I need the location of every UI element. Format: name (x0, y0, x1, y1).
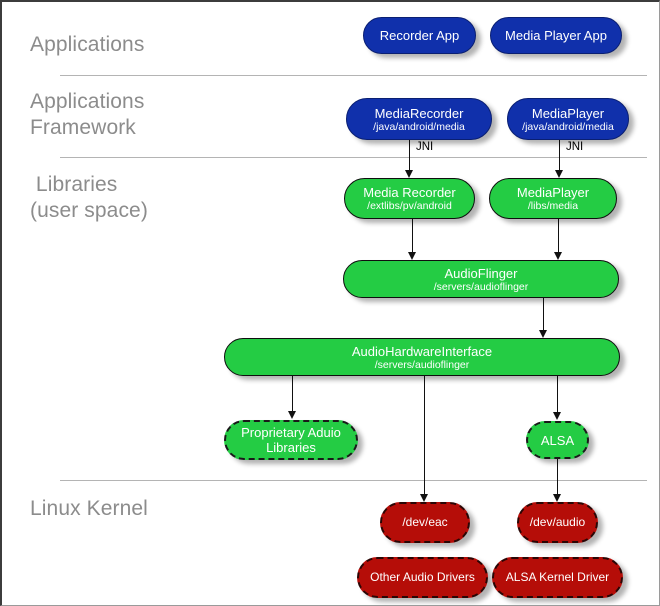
arrowhead-audioflinger-left (408, 252, 416, 260)
section-label-applications: Applications (30, 33, 145, 56)
node-mediarecorder-framework[interactable]: MediaRecorder /java/android/media (346, 98, 492, 140)
node-title: MediaRecorder (374, 105, 464, 121)
node-alsa-kernel-driver[interactable]: ALSA Kernel Driver (492, 557, 623, 598)
connector-ahi-to-dev-eac (424, 375, 425, 494)
node-title: Other Audio Drivers (370, 570, 475, 584)
node-title: Recorder App (379, 28, 460, 43)
node-subtitle: /libs/media (527, 200, 579, 212)
node-other-audio-drivers[interactable]: Other Audio Drivers (357, 557, 488, 598)
node-title: Media Recorder (363, 185, 456, 200)
connector-ahi-to-proprietary-audio-libraries (292, 375, 293, 411)
connector-ahi-to-alsa (557, 375, 558, 412)
node-subtitle: /java/android/media (373, 120, 465, 133)
section-label-linux-kernel: Linux Kernel (30, 497, 148, 520)
divider-libraries (60, 480, 647, 481)
arrowhead-proprietary-audio-libraries (288, 411, 296, 419)
node-media-recorder-lib[interactable]: Media Recorder /extlibs/pv/android (344, 178, 475, 219)
connector-media-recorder-lib-to-audioflinger (412, 219, 413, 252)
arrowhead-media-recorder-lib (405, 170, 413, 178)
node-proprietary-audio-libraries[interactable]: Proprietary Aduio Libraries (224, 420, 358, 460)
node-audiohardwareinterface[interactable]: AudioHardwareInterface /servers/audiofli… (224, 338, 620, 376)
node-title: /dev/audio (529, 515, 586, 529)
arrowhead-mediaplayer-lib (555, 170, 563, 178)
node-title: MediaPlayer (531, 105, 605, 121)
node-dev-eac[interactable]: /dev/eac (380, 502, 470, 543)
connector-mediaplayer-to-mediaplayer-lib (559, 140, 560, 170)
connector-mediaplayer-lib-to-audioflinger (558, 219, 559, 252)
edge-label-jni-right: JNI (566, 141, 584, 153)
node-title: AudioFlinger (444, 265, 518, 281)
arrowhead-alsa (553, 412, 561, 420)
connector-mediarecorder-to-media-recorder-lib (409, 140, 410, 170)
node-subtitle: /servers/audioflinger (433, 280, 529, 293)
node-title: /dev/eac (402, 515, 448, 529)
node-mediaplayer-framework[interactable]: MediaPlayer /java/android/media (507, 98, 629, 140)
node-subtitle: /java/android/media (522, 120, 614, 133)
section-label-applications-framework: Applications Framework (30, 90, 145, 139)
node-alsa[interactable]: ALSA (526, 421, 589, 459)
edge-label-jni-left: JNI (416, 141, 434, 153)
divider-applications (60, 75, 647, 76)
node-subtitle: /extlibs/pv/android (367, 200, 452, 212)
arrowhead-audioflinger-right (554, 252, 562, 260)
node-media-player-app[interactable]: Media Player App (490, 17, 622, 54)
node-title: ALSA Kernel Driver (505, 570, 610, 584)
arrowhead-audiohardwareinterface (539, 330, 547, 338)
node-title: AudioHardwareInterface (351, 343, 493, 359)
arrowhead-dev-audio (553, 494, 561, 502)
node-title: Media Player App (505, 28, 607, 43)
node-subtitle: /servers/audioflinger (374, 358, 470, 371)
node-title: Proprietary Aduio (241, 425, 341, 440)
node-mediaplayer-lib[interactable]: MediaPlayer /libs/media (489, 178, 617, 219)
node-dev-audio[interactable]: /dev/audio (517, 502, 598, 543)
node-recorder-app[interactable]: Recorder App (363, 17, 476, 54)
node-subtitle: Libraries (266, 440, 316, 455)
section-label-libraries: Libraries (user space) (30, 173, 148, 222)
node-audioflinger[interactable]: AudioFlinger /servers/audioflinger (343, 260, 619, 298)
connector-audioflinger-to-audiohardwareinterface (543, 297, 544, 330)
divider-applications-framework (60, 157, 647, 158)
node-title: ALSA (540, 432, 575, 448)
node-title: MediaPlayer (516, 185, 590, 200)
arrowhead-dev-eac (420, 494, 428, 502)
connector-alsa-to-dev-audio (557, 458, 558, 494)
